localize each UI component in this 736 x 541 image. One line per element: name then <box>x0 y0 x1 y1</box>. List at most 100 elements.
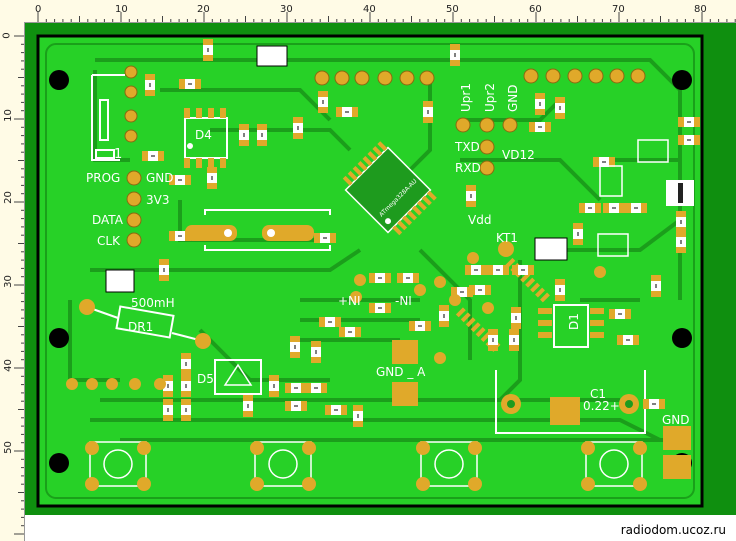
smd-part <box>257 124 267 146</box>
via <box>467 252 479 264</box>
label-rxd: RXD <box>455 161 481 175</box>
via <box>129 378 141 390</box>
label-kt1: KT1 <box>496 231 518 245</box>
gnd-right-pad <box>663 426 691 450</box>
smd-part <box>339 327 361 337</box>
smd-part <box>369 273 391 283</box>
d1-chip[interactable] <box>538 304 604 348</box>
watermark: radiodom.ucoz.ru <box>620 523 726 537</box>
label-vd12: VD12 <box>502 148 535 162</box>
label-c1: C1 <box>590 387 606 401</box>
d4-chip[interactable] <box>184 108 228 168</box>
smd-part <box>318 91 328 113</box>
via <box>594 266 606 278</box>
smd-part <box>203 39 213 61</box>
via <box>106 378 118 390</box>
push-button[interactable] <box>85 441 151 491</box>
label-upr2: Upr2 <box>483 83 497 112</box>
gnd-right-pad <box>663 455 691 479</box>
vertical-ruler-ticks <box>14 35 24 535</box>
crystal[interactable] <box>185 209 331 251</box>
via <box>154 378 166 390</box>
push-button[interactable] <box>581 441 647 491</box>
smd-part <box>603 203 625 213</box>
horizontal-ruler-ticks <box>37 12 736 22</box>
smd-part <box>319 317 341 327</box>
smd-part <box>451 287 473 297</box>
label-pin-one: 1 <box>114 147 122 162</box>
smd-part <box>466 185 476 207</box>
label-gnd-a: GND _ A <box>376 365 426 379</box>
smd-part <box>555 97 565 119</box>
gnd-a-pad-bottom <box>392 382 418 406</box>
label-dr1: DR1 <box>128 320 153 334</box>
smd-part <box>509 329 519 351</box>
smd-part <box>676 231 686 253</box>
label-data: DATA <box>92 213 124 227</box>
smd-part <box>290 336 300 358</box>
smd-part <box>169 175 191 185</box>
smd-components <box>142 39 700 427</box>
label-clk: CLK <box>97 234 121 248</box>
smd-part <box>285 401 307 411</box>
smd-part <box>423 101 433 123</box>
smd-part <box>593 157 615 167</box>
smd-part <box>439 305 449 327</box>
smd-part <box>487 265 509 275</box>
smd-part <box>293 117 303 139</box>
smd-part <box>488 329 498 351</box>
smd-part <box>573 223 583 245</box>
via <box>449 294 461 306</box>
mounting-hole <box>672 328 692 348</box>
dr1-inductor[interactable] <box>79 299 211 349</box>
gnd-a-pad-top <box>392 340 418 364</box>
label-3v3: 3V3 <box>146 193 169 207</box>
push-button[interactable] <box>250 441 316 491</box>
smd-part <box>311 341 321 363</box>
smd-part <box>325 405 347 415</box>
label-vdd: Vdd <box>468 213 491 227</box>
push-buttons[interactable] <box>85 441 647 491</box>
copper-border <box>45 43 695 499</box>
via-group <box>66 252 606 390</box>
smd-part <box>159 259 169 281</box>
smd-part <box>397 273 419 283</box>
via <box>66 378 78 390</box>
mounting-hole <box>49 328 69 348</box>
smd-part <box>179 79 201 89</box>
c1-capacitor[interactable] <box>495 370 646 434</box>
label-txd: TXD <box>454 140 480 154</box>
ruler-top-50: 50 <box>446 4 459 15</box>
smd-part <box>269 375 279 397</box>
smd-part <box>169 231 191 241</box>
label-d5: D5 <box>197 372 214 386</box>
smd-part <box>555 279 565 301</box>
smd-part <box>336 107 358 117</box>
smd-part <box>142 151 164 161</box>
label-gnd-right: GND <box>662 413 690 427</box>
smd-part <box>579 203 601 213</box>
ruler-top-70: 70 <box>612 4 625 15</box>
smd-part <box>207 167 217 189</box>
horizontal-ruler: 0 10 20 30 40 50 60 70 80 <box>0 0 736 23</box>
label-gnd: GND <box>146 171 174 185</box>
mounting-hole <box>672 70 692 90</box>
via <box>350 291 362 303</box>
mounting-hole <box>49 453 69 473</box>
ruler-top-20: 20 <box>197 4 210 15</box>
smd-part <box>465 265 487 275</box>
d5-chip[interactable] <box>214 359 262 395</box>
via <box>354 274 366 286</box>
smd-part <box>243 395 253 417</box>
smd-part <box>163 399 173 421</box>
left-connector-pads <box>124 65 142 248</box>
smd-part <box>239 124 249 146</box>
smd-part <box>678 135 700 145</box>
push-button[interactable] <box>416 441 482 491</box>
vertical-ruler: 0 10 20 30 40 50 <box>0 22 25 541</box>
smd-part <box>353 405 363 427</box>
smd-part <box>535 93 545 115</box>
smd-part <box>512 265 534 275</box>
label-prog: PROG <box>86 171 120 185</box>
